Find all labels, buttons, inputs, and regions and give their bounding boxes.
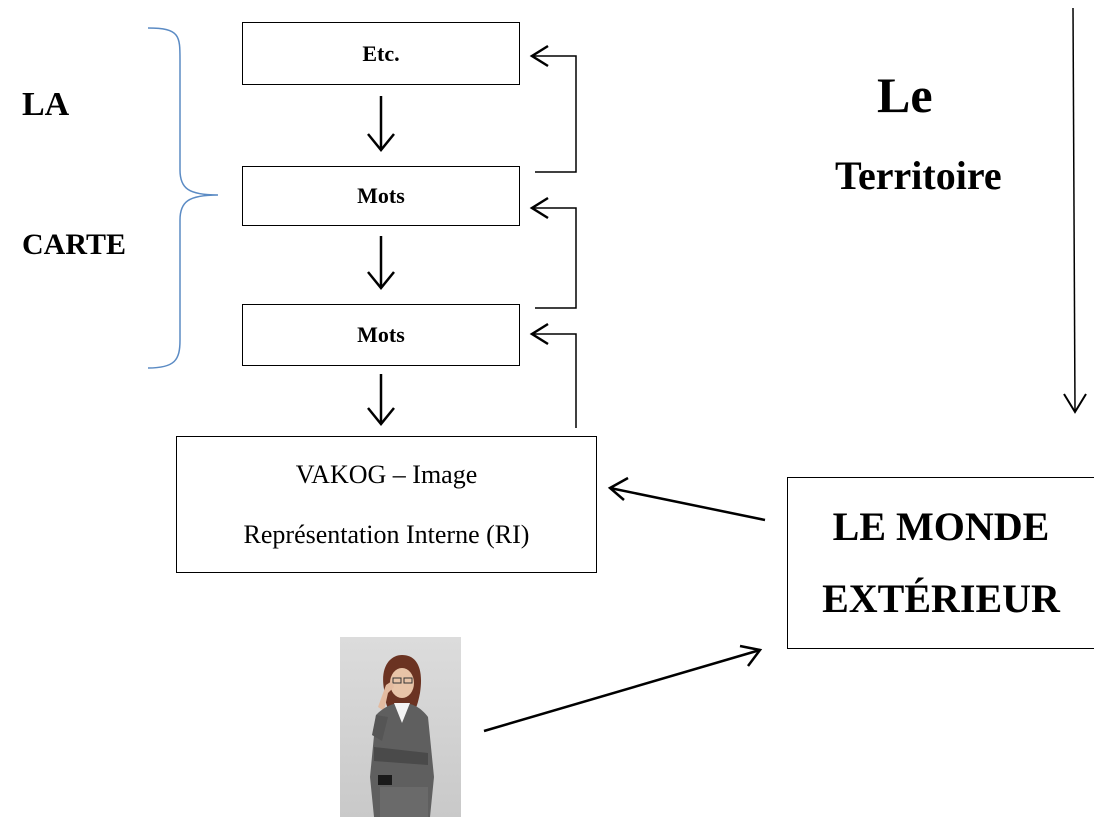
vakog-box: VAKOG – Image Représentation Interne (RI… xyxy=(176,436,597,573)
mots-box-upper-label: Mots xyxy=(357,183,405,208)
feedback-mots-to-etc xyxy=(532,55,577,173)
vakog-line1: VAKOG – Image xyxy=(295,459,478,489)
feedback-vakog-to-mots2 xyxy=(532,333,577,428)
mots-box-lower-label: Mots xyxy=(357,322,405,347)
carte-brace xyxy=(147,27,219,369)
vakog-line2: Représentation Interne (RI) xyxy=(243,519,530,549)
label-territoire: Territoire xyxy=(835,153,1002,198)
territoire-arrow xyxy=(1072,7,1076,411)
etc-box: Etc. xyxy=(242,22,520,85)
label-le: Le xyxy=(877,67,933,123)
feedback-mots2-to-mots1 xyxy=(532,207,577,309)
label-la: LA xyxy=(22,86,70,123)
arrow-monde-to-vakog xyxy=(609,486,766,522)
arrow-person-to-monde xyxy=(483,648,761,733)
mots-box-lower: Mots xyxy=(242,304,520,366)
etc-box-label: Etc. xyxy=(362,40,400,66)
monde-box: LE MONDE EXTÉRIEUR xyxy=(787,477,1094,649)
mots-box-upper: Mots xyxy=(242,166,520,226)
monde-line2: EXTÉRIEUR xyxy=(822,576,1060,621)
label-carte: CARTE xyxy=(22,228,126,261)
woman-in-grey-suit-photo xyxy=(340,637,461,817)
monde-line1: LE MONDE xyxy=(832,504,1050,549)
